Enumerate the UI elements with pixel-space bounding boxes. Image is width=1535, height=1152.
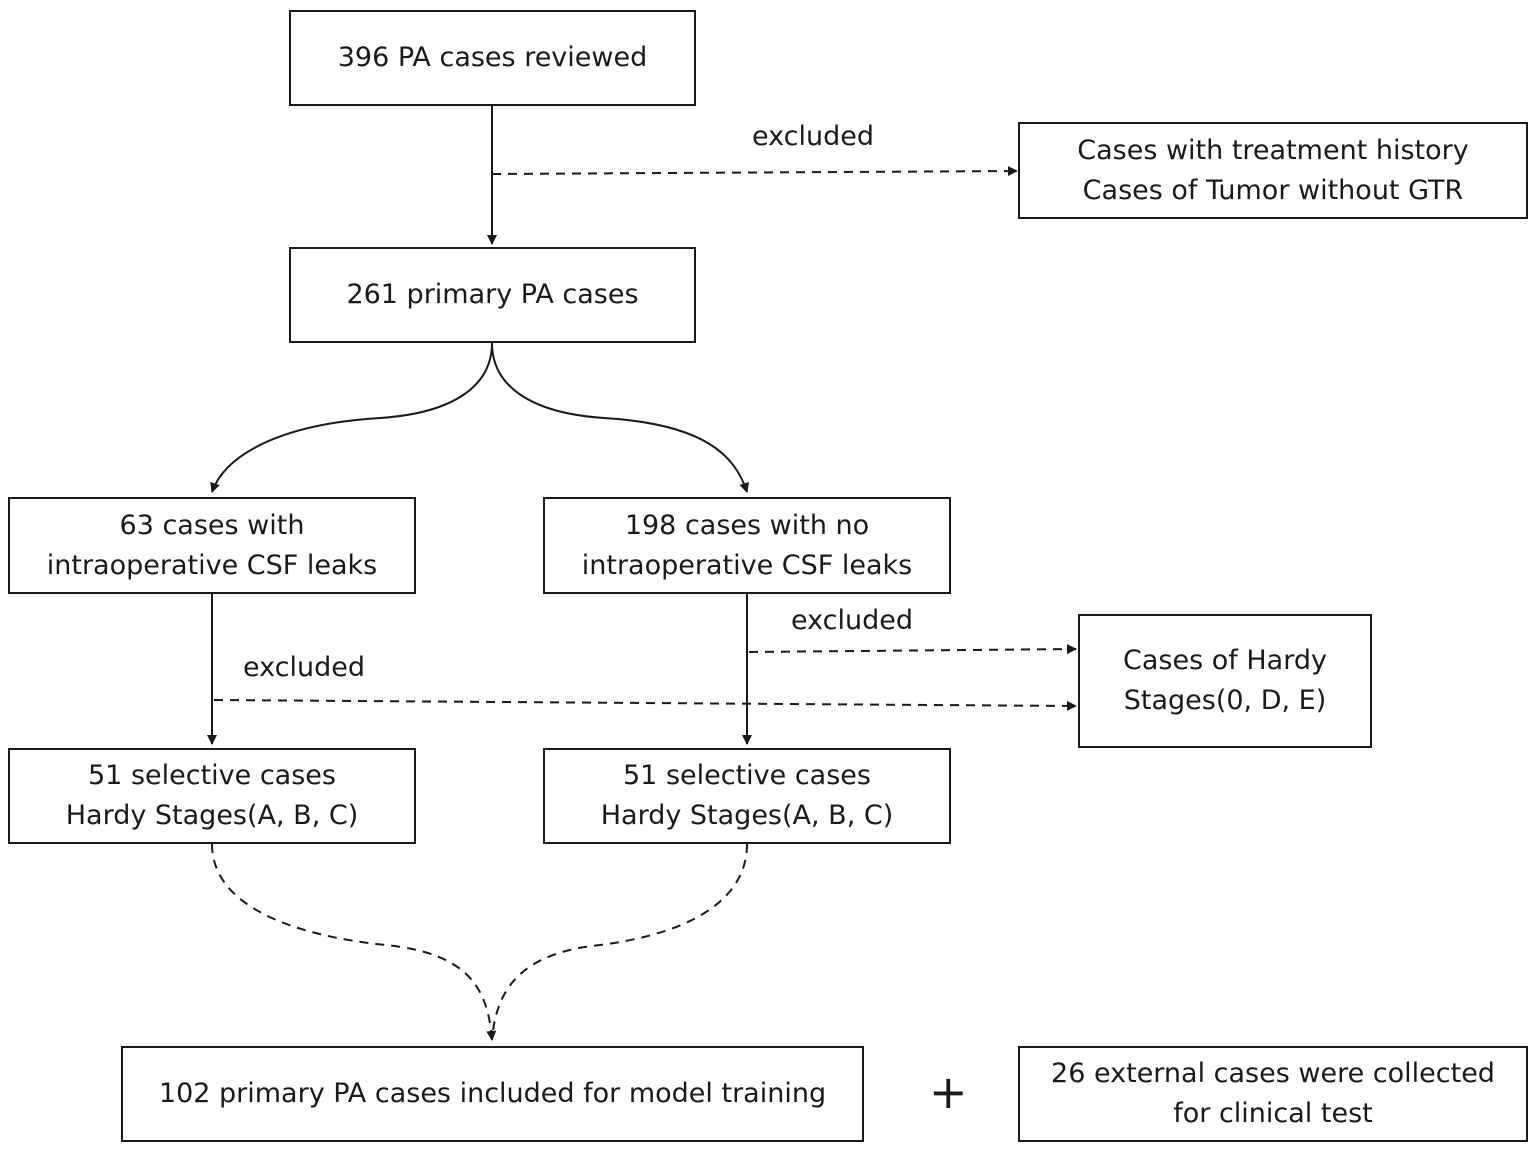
box-line: Stages(0, D, E) <box>1123 685 1327 716</box>
box-line: Cases of Hardy <box>1123 645 1327 676</box>
arrow-excluded-hardy-right <box>748 644 1077 655</box>
box-line: 63 cases with <box>119 509 305 541</box>
arrow-excluded-hardy-left <box>213 699 1077 711</box>
box-no-csf-leak-cases: 198 cases with no intraoperative CSF lea… <box>543 497 951 594</box>
plus-sign: + <box>929 1065 968 1119</box>
box-line: 198 cases with no <box>624 509 870 541</box>
edge-label-excluded: excluded <box>752 121 874 152</box>
box-external-cases: 26 external cases were collected for cli… <box>1018 1046 1528 1142</box>
box-training-cases: 102 primary PA cases included for model … <box>121 1046 864 1142</box>
box-selective-cases-right: 51 selective cases Hardy Stages(A, B, C) <box>543 748 951 844</box>
box-csf-leak-cases: 63 cases with intraoperative CSF leaks <box>8 497 416 594</box>
box-line: 102 primary PA cases included for model … <box>158 1078 827 1109</box>
arrow-selective-right-to-training <box>491 843 748 1041</box>
box-line: 396 PA cases reviewed <box>337 42 648 73</box>
box-primary-cases: 261 primary PA cases <box>289 247 696 343</box>
box-selective-cases-left: 51 selective cases Hardy Stages(A, B, C) <box>8 748 416 844</box>
box-line: 51 selective cases <box>88 760 336 791</box>
arrow-primary-to-no-csf-leak <box>491 342 749 493</box>
box-line: intraoperative CSF leaks <box>46 549 378 581</box>
box-cases-reviewed: 396 PA cases reviewed <box>289 10 696 106</box>
box-line: for clinical test <box>1173 1098 1373 1129</box>
box-line: 51 selective cases <box>623 760 871 791</box>
box-line: Hardy Stages(A, B, C) <box>600 800 894 831</box>
edge-label-excluded: excluded <box>791 605 913 636</box>
box-line: Cases with treatment history <box>1077 134 1469 166</box>
box-line: Cases of Tumor without GTR <box>1082 174 1464 206</box>
box-line: 261 primary PA cases <box>346 279 639 310</box>
box-line: 26 external cases were collected <box>1051 1058 1495 1089</box>
arrow-excluded-history <box>491 166 1018 177</box>
box-line: Hardy Stages(A, B, C) <box>65 800 359 831</box>
edge-label-excluded: excluded <box>243 652 365 683</box>
box-hardy-excluded: Cases of Hardy Stages(0, D, E) <box>1078 614 1372 748</box>
arrow-selective-left-to-training <box>211 843 497 1041</box>
box-excluded-treatment-history: Cases with treatment history Cases of Tu… <box>1018 122 1528 219</box>
arrow-primary-to-csf-leak <box>210 342 493 493</box>
box-line: intraoperative CSF leaks <box>581 549 913 581</box>
